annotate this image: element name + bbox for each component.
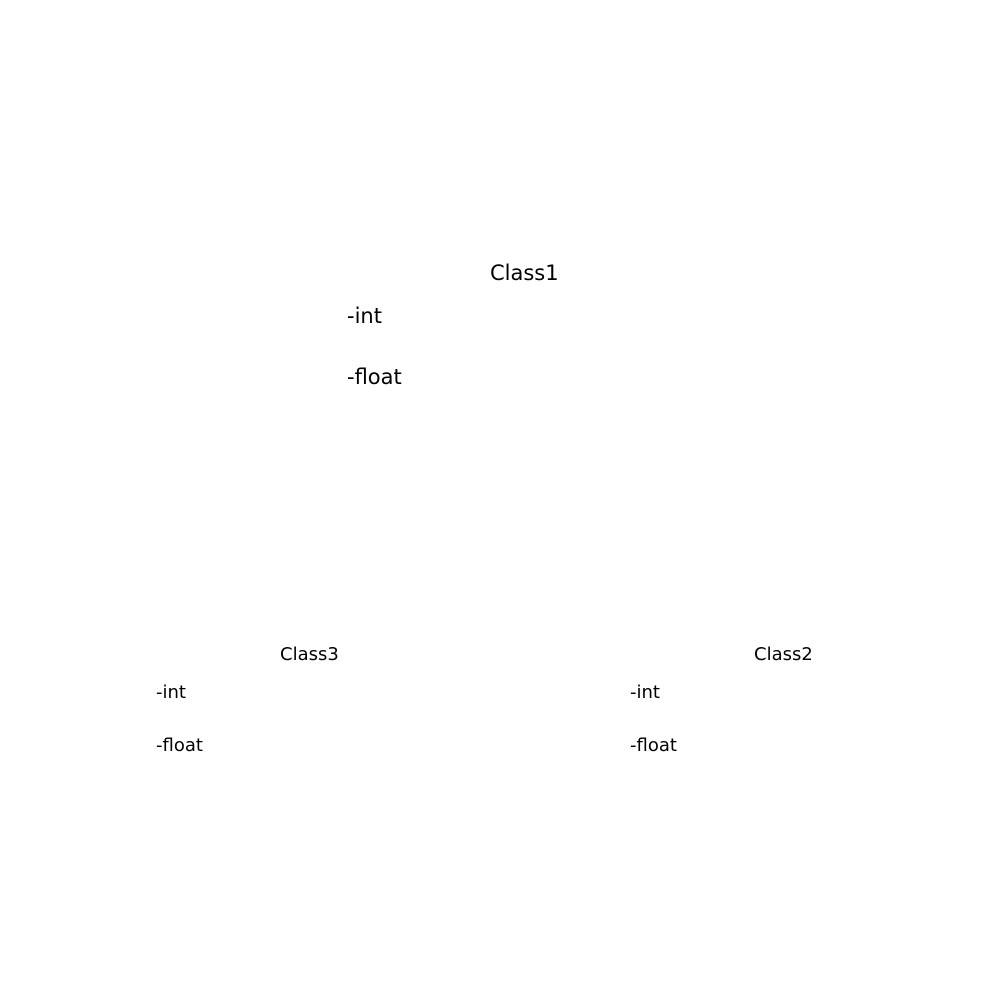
- class-title: Class2: [754, 644, 813, 665]
- class-attribute: -int: [156, 682, 186, 703]
- class-attribute: -float: [347, 365, 402, 389]
- class-title: Class1: [490, 261, 559, 285]
- class-attribute: -float: [156, 735, 203, 756]
- class-attribute: -float: [630, 735, 677, 756]
- class-title: Class3: [280, 644, 339, 665]
- class-attribute: -int: [347, 304, 382, 328]
- class-attribute: -int: [630, 682, 660, 703]
